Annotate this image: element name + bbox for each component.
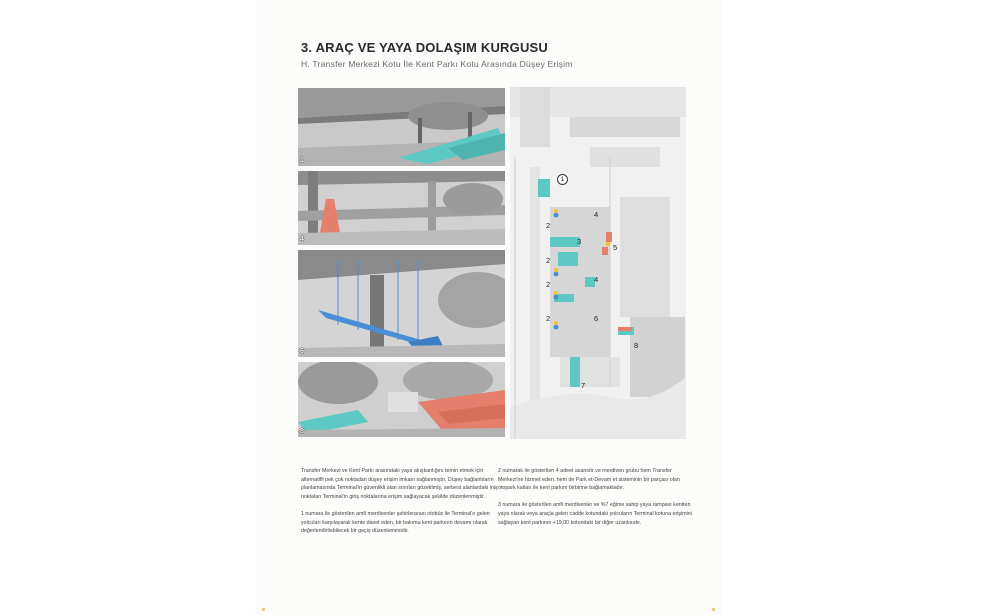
photo-number: 6 [300,348,304,355]
paragraph: Transfer Merkezi ve Kent Parkı arasındak… [301,468,498,500]
page-subtitle: H. Transfer Merkezi Kotu İle Kent Parkı … [301,59,573,69]
page-title: 3. ARAÇ VE YAYA DOLAŞIM KURGUSU [301,40,548,55]
map-label-6: 6 [594,314,599,323]
map-label-7: 7 [581,381,586,390]
paragraph: 2 numarak ile gösterilen 4 adeet asansör… [498,468,680,492]
photo-8: 8 [298,362,505,437]
paragraph: 1 numara ile gösterilen amfi merdivenler… [301,510,490,535]
text-column-right: 2 numarak ile gösterilen 4 adeet asansör… [498,467,698,536]
photo-4: 4 [298,171,505,245]
photo-number: 1 [300,157,304,164]
map-label-8: 8 [634,341,639,350]
map-label-4b: 4 [594,275,599,284]
photo-number: 8 [300,428,304,435]
text-column-left: Transfer Merkezi ve Kent Parkı arasındak… [301,467,501,544]
paragraph: 3 numara ile gösterilen amfi merdivenler… [498,502,692,526]
map-label-2c: 2 [546,314,551,323]
map-label-5: 5 [613,243,618,252]
map-label-1: 1 [557,174,568,185]
photo-6: 6 [298,250,505,357]
corner-mark [712,608,715,611]
map-label-4: 4 [594,210,599,219]
photo-number: 4 [300,236,304,243]
corner-mark [262,608,265,611]
map-label-2: 2 [546,221,551,230]
map-label-3: 3 [577,237,582,246]
map-label-2d: 2 [546,256,551,265]
photo-1: 1 [298,88,505,166]
site-plan-map [510,87,686,439]
map-label-2b: 2 [546,280,551,289]
